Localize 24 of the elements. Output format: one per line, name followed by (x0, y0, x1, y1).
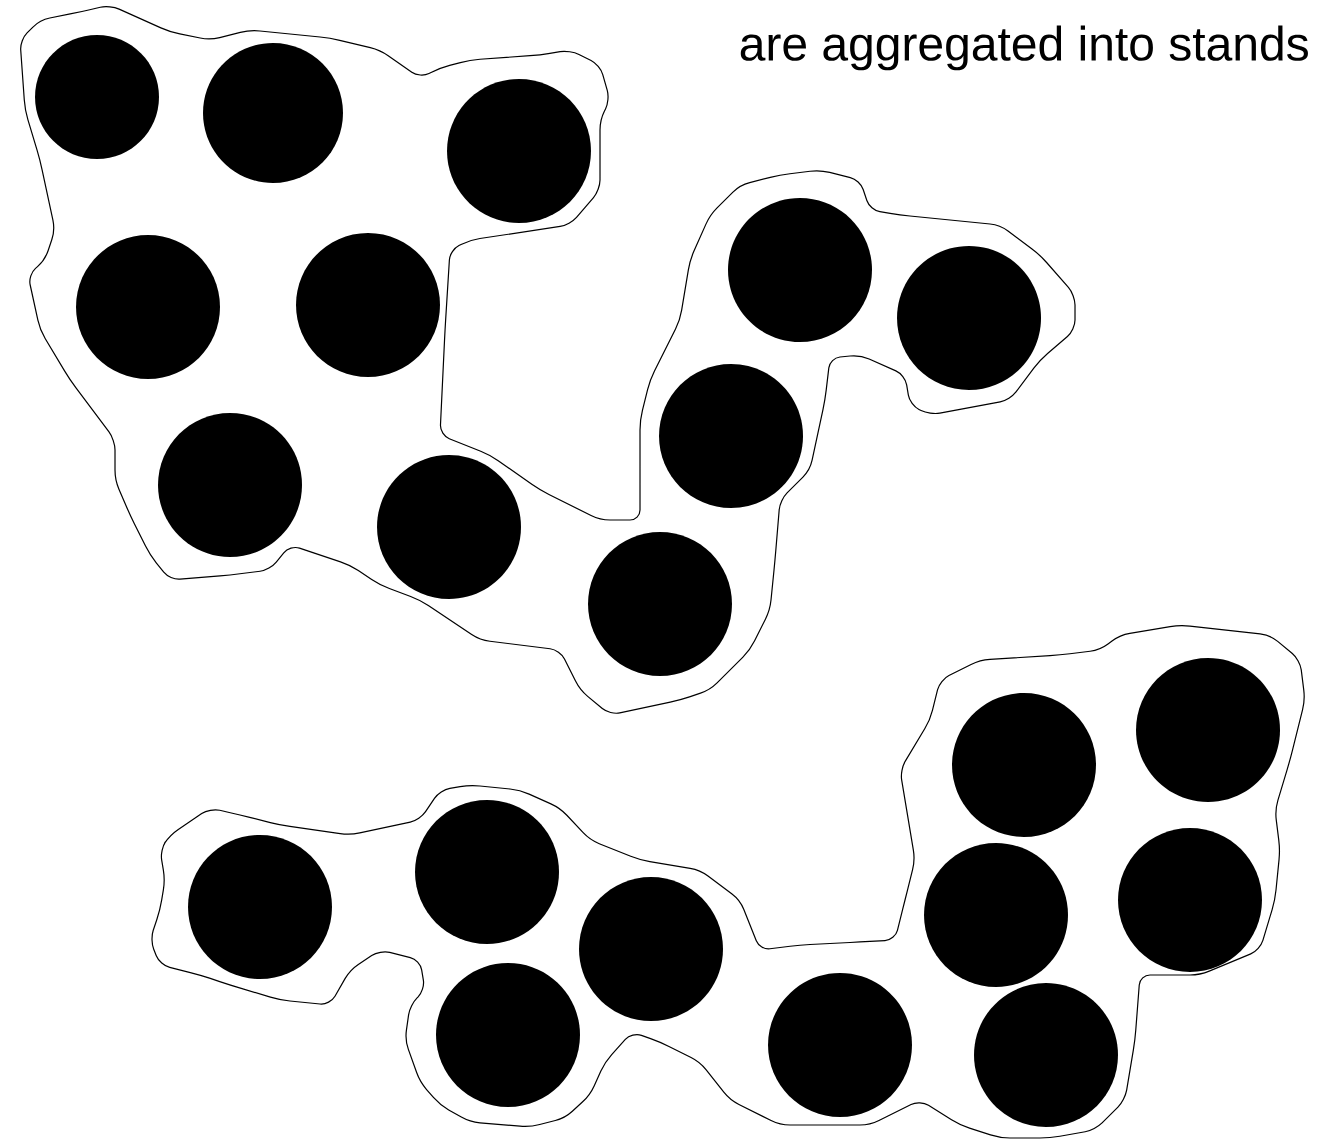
tree-crown (659, 364, 803, 508)
tree-crown (952, 693, 1096, 837)
tree-crown (415, 800, 559, 944)
tree-crown (296, 233, 440, 377)
tree-crown (447, 79, 591, 223)
stand-outline (20, 6, 1076, 714)
caption-text: are aggregated into stands (740, 25, 1308, 71)
tree-crown (588, 532, 732, 676)
tree-crown (203, 43, 343, 183)
tree-crown (1136, 658, 1280, 802)
stand-outline (151, 625, 1305, 1139)
tree-crown (728, 198, 872, 342)
tree-crown (76, 235, 220, 379)
tree-crown (158, 413, 302, 557)
tree-crown (768, 973, 912, 1117)
tree-crown (897, 246, 1041, 390)
tree-crown (924, 843, 1068, 987)
tree-crown (35, 35, 159, 159)
tree-crown (188, 835, 332, 979)
tree-crown (579, 877, 723, 1021)
tree-crown (1118, 828, 1262, 972)
tree-crown (436, 963, 580, 1107)
tree-crown (377, 455, 521, 599)
tree-crown (974, 983, 1118, 1127)
